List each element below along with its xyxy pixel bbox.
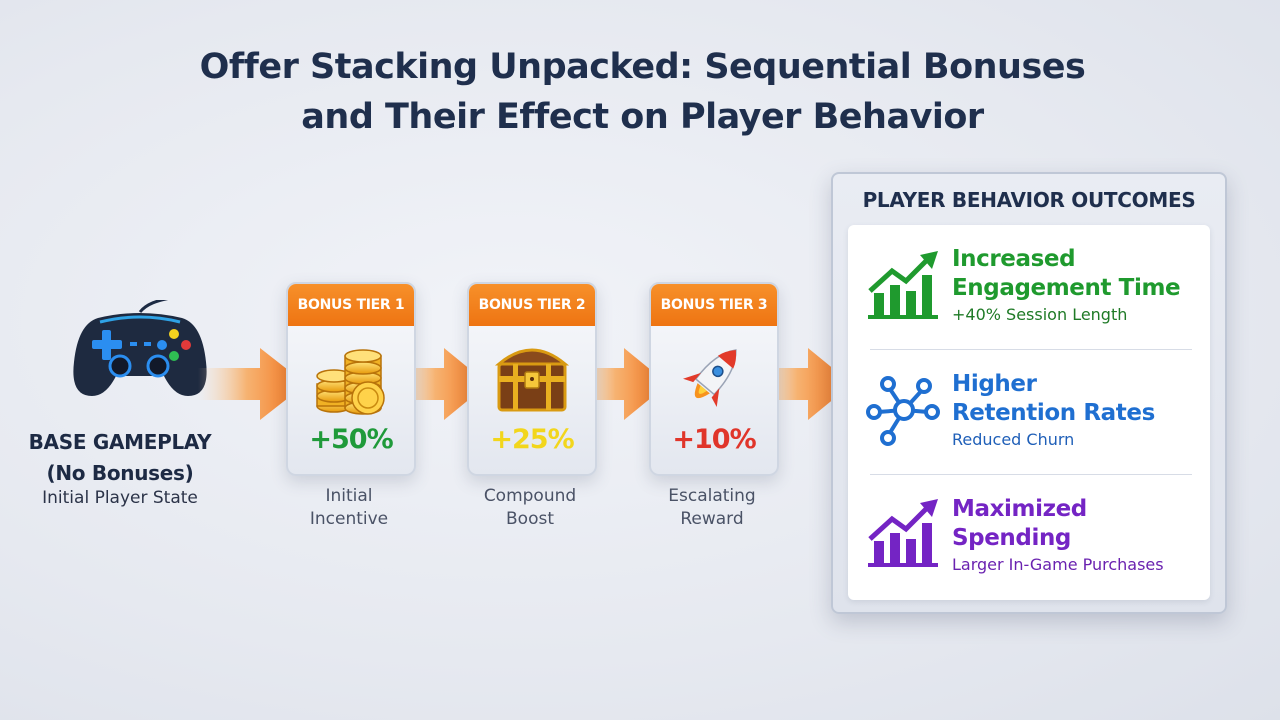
divider — [870, 474, 1192, 475]
bonus-tier-1-card: BONUS TIER 1 +50% — [286, 282, 416, 476]
game-controller-icon — [73, 300, 207, 396]
growth-chart-icon — [868, 251, 938, 319]
bonus-tier-2-card: BONUS TIER 2 +25% — [467, 282, 597, 476]
bonus-tier-1-caption-line-2: Incentive — [309, 509, 389, 529]
outcome-spending-title-1: Maximized — [952, 496, 1087, 522]
bonus-tier-3-caption: Escalating Reward — [637, 485, 787, 531]
bonus-tier-3-card: BONUS TIER 3 +10% — [649, 282, 779, 476]
flow-arrow-4 — [752, 348, 852, 420]
title-line-2: and Their Effect on Player Behavior — [301, 97, 984, 137]
bonus-tier-3-caption-line-1: Escalating — [668, 486, 756, 506]
outcome-engagement-text: Increased Engagement Time +40% Session L… — [952, 245, 1202, 327]
outcome-retention-title-2: Retention Rates — [952, 400, 1155, 426]
base-subtitle: Initial Player State — [42, 488, 198, 508]
gold-coins-icon — [316, 349, 385, 415]
flow-arrow-1 — [198, 348, 306, 420]
rocket-icon — [683, 349, 737, 407]
bonus-tier-2-value: +25% — [490, 424, 574, 455]
outcomes-heading: PLAYER BEHAVIOR OUTCOMES — [862, 188, 1196, 212]
bonus-tier-3-label: BONUS TIER 3 — [651, 284, 777, 326]
base-title-line-1: BASE GAMEPLAY — [28, 430, 212, 454]
bonus-tier-3-value: +10% — [672, 424, 756, 455]
bonus-tier-2-caption-line-1: Compound — [483, 486, 577, 506]
bonus-tier-2-label: BONUS TIER 2 — [469, 284, 595, 326]
outcome-retention-text: Higher Retention Rates Reduced Churn — [952, 370, 1202, 452]
bonus-tier-1-value: +50% — [309, 424, 393, 455]
base-title: BASE GAMEPLAY (No Bonuses) — [0, 427, 240, 489]
treasure-chest-icon — [494, 348, 570, 412]
bonus-tier-1-label: BONUS TIER 1 — [288, 284, 414, 326]
outcome-spending-title-2: Spending — [952, 525, 1071, 551]
outcome-spending-subtitle: Larger In-Game Purchases — [952, 555, 1164, 574]
base-title-line-2: (No Bonuses) — [46, 461, 194, 485]
outcome-retention-title-1: Higher — [952, 371, 1037, 397]
outcome-spending-text: Maximized Spending Larger In-Game Purcha… — [952, 495, 1202, 577]
outcomes-panel: PLAYER BEHAVIOR OUTCOMES Increased Engag… — [831, 172, 1227, 614]
outcome-engagement-title-2: Engagement Time — [952, 275, 1181, 301]
bonus-tier-1-caption: Initial Incentive — [274, 485, 424, 531]
bonus-tier-3-caption-line-2: Reward — [680, 509, 744, 529]
outcomes-list: Increased Engagement Time +40% Session L… — [848, 225, 1210, 600]
outcome-retention-subtitle: Reduced Churn — [952, 430, 1075, 449]
diagram-title: Offer Stacking Unpacked: Sequential Bonu… — [0, 42, 1280, 142]
title-line-1: Offer Stacking Unpacked: Sequential Bonu… — [199, 47, 1086, 87]
outcome-engagement-subtitle: +40% Session Length — [952, 305, 1128, 324]
network-nodes-icon — [866, 376, 940, 446]
flow-arrow-3 — [572, 348, 668, 420]
bonus-tier-2-caption-line-2: Boost — [506, 509, 554, 529]
bonus-tier-2-caption: Compound Boost — [455, 485, 605, 531]
bonus-tier-1-caption-line-1: Initial — [325, 486, 373, 506]
growth-chart-icon — [868, 499, 938, 567]
flow-arrow-2 — [392, 348, 488, 420]
divider — [870, 349, 1192, 350]
outcome-engagement-title-1: Increased — [952, 246, 1076, 272]
